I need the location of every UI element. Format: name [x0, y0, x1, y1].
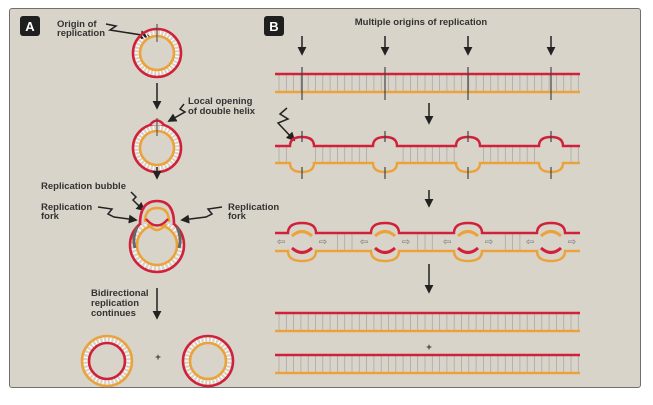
badge-b: B [264, 16, 284, 36]
bubble-inner-parent [145, 218, 169, 227]
label-bidirectional-3: continues [91, 308, 136, 319]
label-local-opening-2: of double helix [188, 106, 256, 117]
fork-direction-right-icon: ⇨ [319, 237, 327, 248]
top-strand [275, 135, 580, 148]
fork-right-arc [175, 226, 182, 249]
linear-dna-forks: ⇦ ⇨ ⇦ ⇨ ⇦ ⇨ ⇦ ⇨ [275, 221, 580, 263]
panel-b: B Multiple origins of replication ⇦ ⇨ ⇦ ⇨ ⇦ ⇨… [264, 16, 580, 375]
inner-strand [87, 341, 127, 381]
parent-strand-bottom-arc [290, 246, 314, 254]
label-fork-left-2: fork [41, 211, 60, 222]
label-bidirectional-2: replication [91, 298, 139, 309]
circular-dna-opened [131, 118, 183, 174]
new-strand-top-arc [456, 230, 480, 238]
parent-strand-bottom-arc [373, 246, 397, 254]
svg-text:B: B [269, 19, 278, 34]
fork-left-pointer-arrow [97, 206, 138, 224]
circular-dna-initial [131, 24, 183, 79]
outer-strand [80, 334, 134, 388]
bubble-new-strand-bottom [147, 223, 167, 232]
opening-pointer-arrow-b [276, 107, 296, 142]
bubble-new-strand-top [143, 206, 171, 223]
new-strand-top-arc [539, 230, 563, 238]
figure-frame [9, 8, 641, 388]
plus-sign-b: + [426, 342, 432, 353]
inner-strand [188, 341, 228, 381]
fork-direction-left-icon: ⇦ [443, 237, 451, 248]
bottom-strand [275, 249, 580, 263]
origin-arrows [297, 36, 556, 56]
new-strand-top-arc [290, 230, 314, 238]
label-origin-1: Origin of [57, 19, 97, 30]
top-strand [275, 221, 580, 235]
linear-dna-daughter-2 [275, 353, 580, 375]
linear-dna-initial [275, 67, 580, 100]
svg-text:A: A [25, 19, 35, 34]
title-multiple-origins: Multiple origins of replication [355, 17, 488, 28]
parent-strand-bottom-arc [456, 246, 480, 254]
fork-direction-right-icon: ⇨ [568, 237, 576, 248]
opening-pointer-arrow [167, 103, 187, 122]
fork-direction-left-icon: ⇦ [526, 237, 534, 248]
daughter-circle-left [80, 334, 134, 388]
new-strand-top-arc [373, 230, 397, 238]
origin-pointer-arrow [105, 23, 150, 40]
badge-a: A [20, 16, 40, 36]
label-replication-bubble: Replication bubble [41, 181, 126, 192]
circular-dna-replication-bubble [128, 199, 186, 274]
label-origin-2: replication [57, 28, 105, 39]
bubble-pointer-arrow [130, 191, 146, 212]
bottom-strand [275, 161, 580, 174]
fork-right-pointer-arrow [180, 206, 223, 224]
fork-direction-right-icon: ⇨ [485, 237, 493, 248]
outer-strand [181, 334, 235, 388]
inner-strand [138, 129, 176, 167]
label-fork-right-1: Replication [228, 202, 279, 213]
parent-strand-bottom-arc [539, 246, 563, 254]
fork-direction-left-icon: ⇦ [277, 237, 285, 248]
label-local-opening-1: Local opening [188, 96, 253, 107]
plus-sign-a: + [155, 352, 161, 363]
linear-dna-bubbles [275, 131, 580, 179]
daughter-circle-right [181, 334, 235, 388]
label-fork-left-1: Replication [41, 202, 92, 213]
fork-direction-right-icon: ⇨ [402, 237, 410, 248]
fork-left-arc [132, 226, 139, 249]
fork-direction-left-icon: ⇦ [360, 237, 368, 248]
linear-dna-daughter-1 [275, 311, 580, 333]
label-fork-right-2: fork [228, 211, 247, 222]
label-bidirectional-1: Bidirectional [91, 288, 149, 299]
bubble-outer-strand [138, 199, 176, 225]
panel-a: A Origin of replication Local opening of… [20, 16, 279, 388]
